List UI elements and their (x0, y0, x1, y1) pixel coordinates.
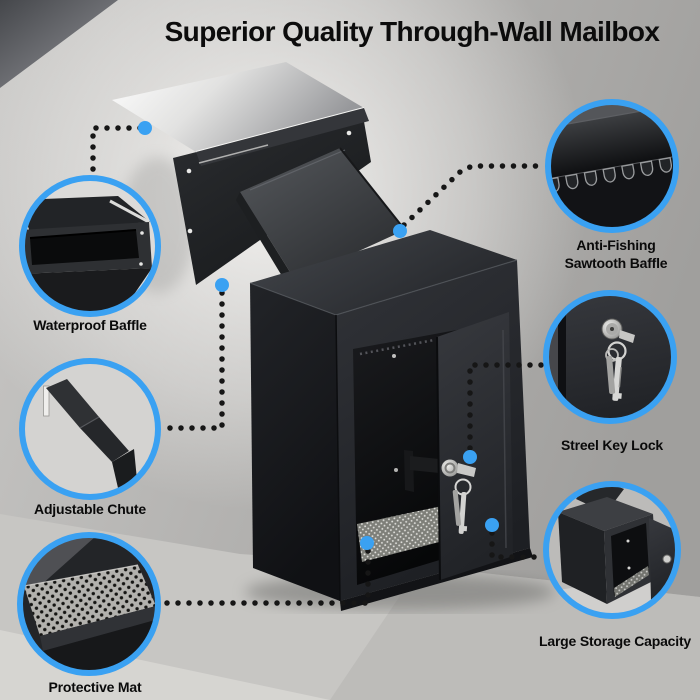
callout-rings (17, 99, 681, 676)
connector-mat (162, 548, 371, 606)
lock-cylinder-icon (441, 459, 459, 477)
key-2-icon (606, 355, 616, 394)
adjustable-chute-callout (22, 361, 158, 497)
large-storage-ring (543, 481, 681, 619)
mailbox-product (112, 62, 533, 611)
anchor-waterproof (138, 121, 152, 135)
anti-fishing-line-2: Sawtooth Baffle (564, 255, 668, 271)
protective-mat-callout (20, 535, 158, 673)
connector-storage (489, 530, 546, 560)
sawtooth-baffle-ring (545, 99, 679, 233)
key-lock-label: Streel Key Lock (560, 437, 664, 453)
connector-waterproof (90, 125, 143, 173)
callout-anchor-dots (138, 121, 499, 550)
large-storage-callout (546, 484, 678, 616)
anchor-chute (215, 278, 229, 292)
waterproof-baffle-label: Waterproof Baffle (33, 317, 147, 333)
mailbox-left-face (250, 283, 340, 601)
mailbox-top-face (250, 230, 517, 315)
anchor-lock (463, 450, 477, 464)
callout-connectors (90, 125, 548, 606)
mailbox-hood-lip (196, 108, 369, 166)
waterproof-baffle-ring (19, 175, 161, 317)
adjustable-chute-ring (19, 358, 161, 500)
anti-fishing-line-1: Anti-Fishing (576, 237, 656, 253)
connector-lock (467, 362, 546, 451)
anti-fishing-sawtooth-callout (548, 102, 676, 230)
hanging-key-2-icon (452, 489, 462, 526)
interior-protective-mat (357, 506, 447, 562)
protective-mat-label: Protective Mat (48, 679, 142, 695)
anti-fishing-sawtooth-label: Anti-Fishing Sawtooth Baffle (565, 236, 668, 272)
adjustable-chute-label: Adjustable Chute (34, 501, 146, 517)
protective-mat-ring (17, 532, 161, 676)
mailbox-door (436, 312, 513, 581)
waterproof-baffle-callout (22, 178, 158, 314)
anchor-sawtooth (393, 224, 407, 238)
corner-shadow (0, 0, 118, 88)
page-title: Superior Quality Through-Wall Mailbox (164, 16, 660, 47)
mailbox-hood (112, 62, 369, 166)
vent-slots (359, 338, 435, 356)
anchor-storage (485, 518, 499, 532)
connector-chute (160, 290, 225, 431)
anchor-mat (360, 536, 374, 550)
sawtooth-teeth (548, 157, 672, 193)
key-lock-ring (543, 290, 677, 424)
mailbox-chute (236, 147, 406, 286)
large-storage-label: Large Storage Capacity (539, 633, 691, 649)
inserted-key-icon (457, 463, 476, 477)
